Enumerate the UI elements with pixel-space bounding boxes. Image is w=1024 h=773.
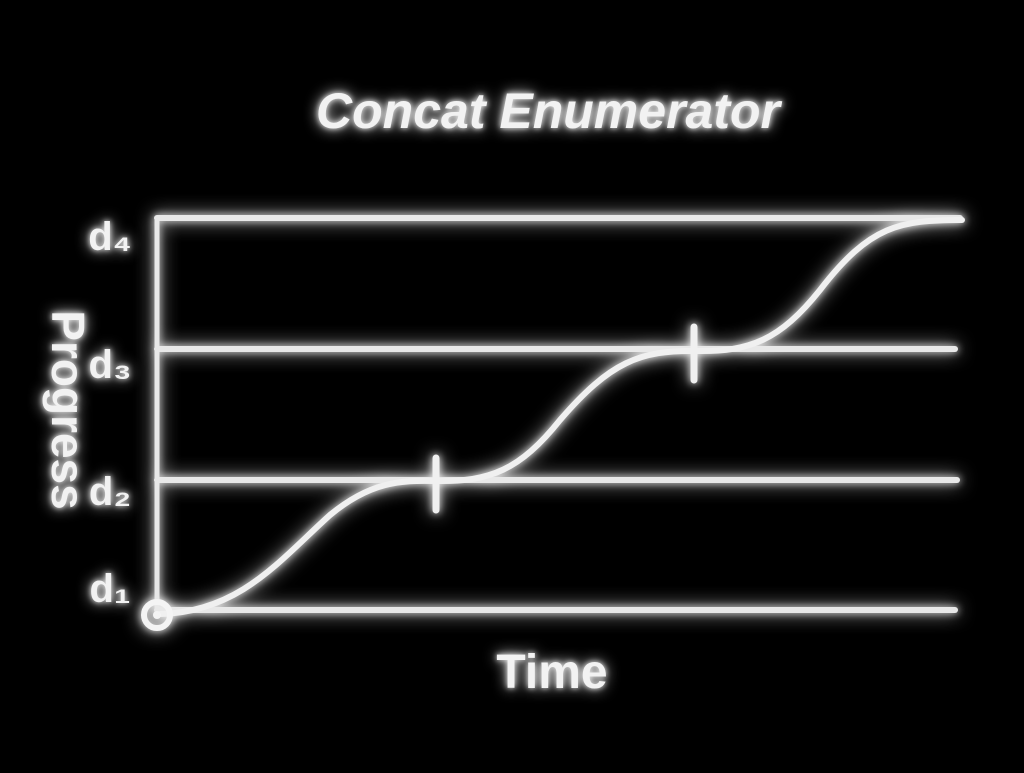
level-label-d2: d₂	[89, 470, 131, 514]
level-label-d1: d₁	[90, 567, 131, 611]
x-axis-label: Time	[496, 646, 607, 699]
origin-circle-icon	[141, 599, 173, 631]
progress-curve	[157, 217, 965, 617]
diagram-title: Concat Enumerator	[316, 83, 783, 139]
y-axis-label: Progress	[42, 310, 94, 509]
level-label-d3: d₃	[89, 343, 132, 387]
level-label-d4: d₄	[88, 215, 132, 259]
origin-dot-icon	[153, 611, 161, 619]
